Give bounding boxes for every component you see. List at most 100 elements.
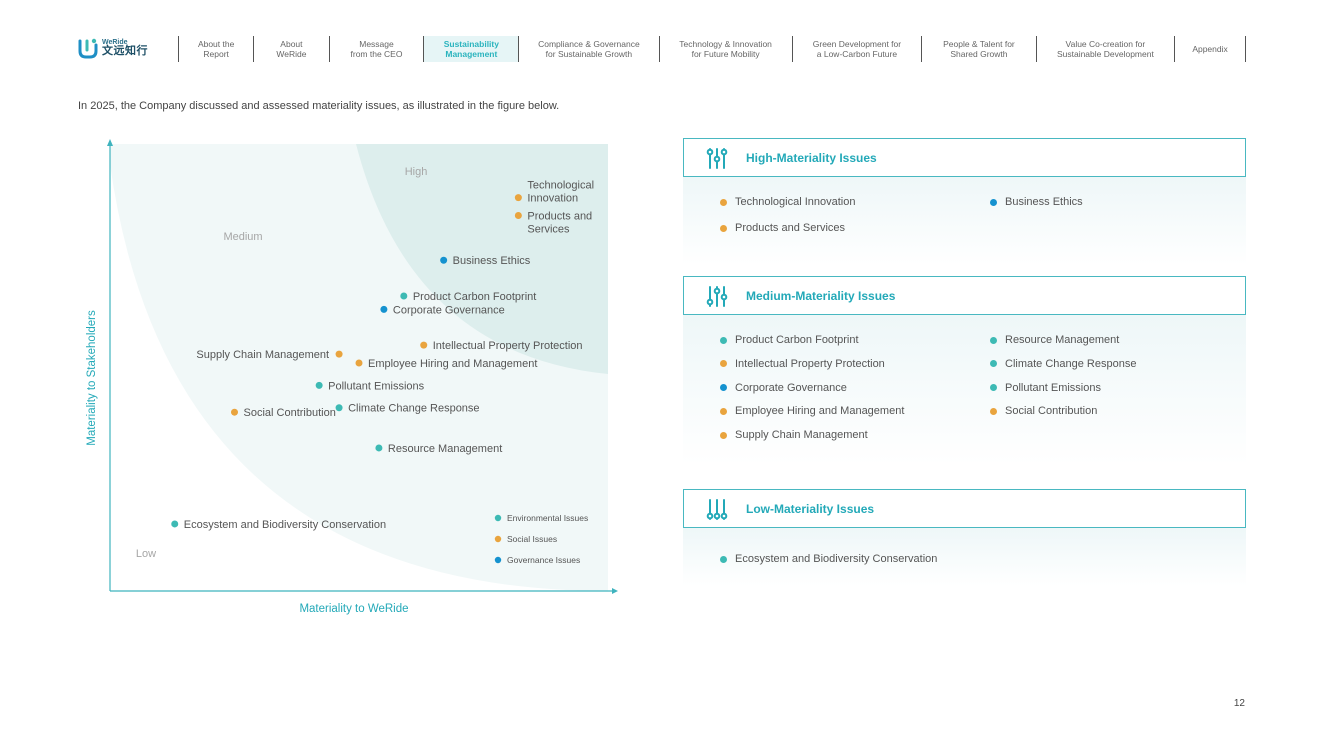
point-label-resource-management: Resource Management	[388, 443, 502, 455]
issue-marker	[720, 224, 727, 232]
issue-item: Social Contribution	[990, 405, 1097, 417]
legend-label-environmental: Environmental Issues	[507, 513, 588, 523]
issue-label: Corporate Governance	[735, 381, 847, 394]
point-label-pollutant-emissions: Pollutant Emissions	[328, 380, 424, 392]
issue-marker	[990, 384, 997, 392]
low-materiality-panel: Low-Materiality Issues Ecosystem and Bio…	[683, 489, 1246, 586]
issue-label: Product Carbon Footprint	[735, 334, 859, 346]
x-axis-arrow	[612, 588, 618, 594]
point-label-product-carbon-footprint: Product Carbon Footprint	[413, 291, 537, 303]
legend-marker-social	[494, 535, 502, 543]
issue-label: Products and Services	[735, 222, 846, 234]
legend-label-social: Social Issues	[507, 534, 557, 544]
nav-item-message-from-the-ceo[interactable]: Message from the CEO	[328, 36, 424, 62]
nav-item-compliance-governance-for-sustainable-growth[interactable]: Compliance & Governance for Sustainable …	[518, 36, 658, 62]
high-materiality-header: High-Materiality Issues	[683, 138, 1246, 177]
intro-text: In 2025, the Company discussed and asses…	[78, 100, 560, 112]
point-resource-management	[375, 444, 383, 452]
point-label-employee-hiring-and-management: Employee Hiring and Management	[368, 358, 537, 370]
issue-item: Products and Services	[720, 222, 845, 234]
issue-label: Business Ethics	[1005, 196, 1083, 208]
issue-item: Product Carbon Footprint	[720, 334, 859, 346]
nav-item-technology-innovation-for-future-mobility[interactable]: Technology & Innovation for Future Mobil…	[658, 36, 792, 62]
medium-materiality-header: Medium-Materiality Issues	[683, 276, 1246, 315]
issue-label: Supply Chain Management	[735, 429, 868, 442]
medium-materiality-title: Medium-Materiality Issues	[746, 288, 896, 303]
point-intellectual-property-protection	[420, 341, 428, 349]
issue-marker	[720, 431, 727, 439]
nav-item-green-development-for-a-low-carbon-future[interactable]: Green Development for a Low-Carbon Futur…	[791, 36, 922, 62]
point-employee-hiring-and-management	[355, 359, 363, 367]
issue-item: Business Ethics	[990, 196, 1083, 208]
nav-item-about-the-report[interactable]: About the Report	[178, 36, 253, 62]
issue-item: Ecosystem and Biodiversity Conservation	[720, 553, 937, 565]
high-materiality-icon	[706, 147, 728, 169]
point-label-ecosystem-and-biodiversity-conservation: Ecosystem and Biodiversity Conservation	[184, 519, 386, 531]
issue-marker	[720, 360, 727, 368]
nav-item-people-talent-for-shared-growth[interactable]: People & Talent for Shared Growth	[921, 36, 1035, 62]
y-axis-arrow	[107, 139, 113, 146]
issue-label: Climate Change Response	[1005, 357, 1137, 370]
region-label-high: High	[405, 166, 428, 178]
issue-item: Employee Hiring and Management	[720, 405, 904, 417]
region-high	[356, 144, 608, 374]
point-product-carbon-footprint	[400, 292, 408, 300]
region-label-low: Low	[136, 548, 156, 560]
issue-item: Corporate Governance	[720, 382, 847, 394]
issue-item: Intellectual Property Protection	[720, 358, 885, 370]
point-products-and-services	[514, 212, 522, 220]
nav-item-about-weride[interactable]: About WeRide	[253, 36, 328, 62]
issue-item: Technological Innovation	[720, 196, 855, 208]
point-business-ethics	[440, 256, 448, 264]
legend-marker-environmental	[494, 514, 502, 522]
issue-marker	[720, 555, 727, 563]
low-materiality-header: Low-Materiality Issues	[683, 489, 1246, 528]
point-label-supply-chain-management: Supply Chain Management	[196, 349, 329, 361]
issue-marker	[720, 336, 727, 344]
issue-item: Climate Change Response	[990, 358, 1136, 370]
issue-marker	[990, 407, 997, 415]
logo-text-cn: 文远知行	[102, 45, 148, 57]
point-technological-innovation	[514, 194, 522, 202]
high-materiality-title: High-Materiality Issues	[746, 150, 877, 165]
issue-label: Employee Hiring and Management	[735, 405, 905, 418]
low-materiality-title: Low-Materiality Issues	[746, 501, 875, 516]
logo-text-en: WeRide	[102, 39, 128, 46]
issue-marker	[990, 336, 997, 344]
high-materiality-panel: High-Materiality Issues Technological In…	[683, 138, 1246, 265]
page-number: 12	[1233, 698, 1245, 709]
issue-label: Intellectual Property Protection	[735, 357, 885, 370]
low-materiality-list: Ecosystem and Biodiversity Conservation	[683, 528, 1246, 586]
legend-label-governance: Governance Issues	[507, 555, 580, 565]
issue-marker	[720, 198, 727, 206]
low-materiality-icon	[706, 498, 728, 520]
region-label-medium: Medium	[223, 231, 262, 243]
nav-item-sustainability-management[interactable]: Sustainability Management	[423, 36, 519, 62]
point-label-social-contribution: Social Contribution	[244, 407, 336, 419]
point-label-business-ethics: Business Ethics	[453, 255, 531, 267]
issue-marker	[720, 407, 727, 415]
point-label-climate-change-response: Climate Change Response	[348, 403, 479, 415]
point-social-contribution	[231, 408, 238, 416]
point-supply-chain-management	[335, 350, 343, 358]
issue-marker	[720, 384, 727, 392]
point-climate-change-response	[335, 404, 343, 412]
point-corporate-governance	[380, 305, 388, 313]
medium-materiality-panel: Medium-Materiality Issues Product Carbon…	[683, 276, 1246, 465]
nav-item-value-co-creation-for-sustainable-development[interactable]: Value Co-creation for Sustainable Develo…	[1035, 36, 1174, 62]
issue-item: Pollutant Emissions	[990, 382, 1101, 394]
issue-label: Technological Innovation	[735, 196, 856, 208]
nav-item-appendix[interactable]: Appendix	[1174, 36, 1246, 62]
legend-marker-governance	[494, 556, 502, 564]
point-label-intellectual-property-protection: Intellectual Property Protection	[433, 340, 583, 352]
point-pollutant-emissions	[315, 381, 323, 389]
issue-marker	[990, 198, 997, 206]
issue-item: Supply Chain Management	[720, 429, 868, 441]
issue-marker	[990, 360, 997, 368]
